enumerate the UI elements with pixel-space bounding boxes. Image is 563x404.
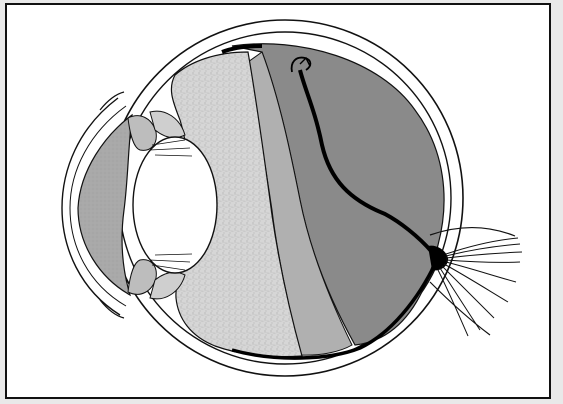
lens — [133, 137, 217, 273]
